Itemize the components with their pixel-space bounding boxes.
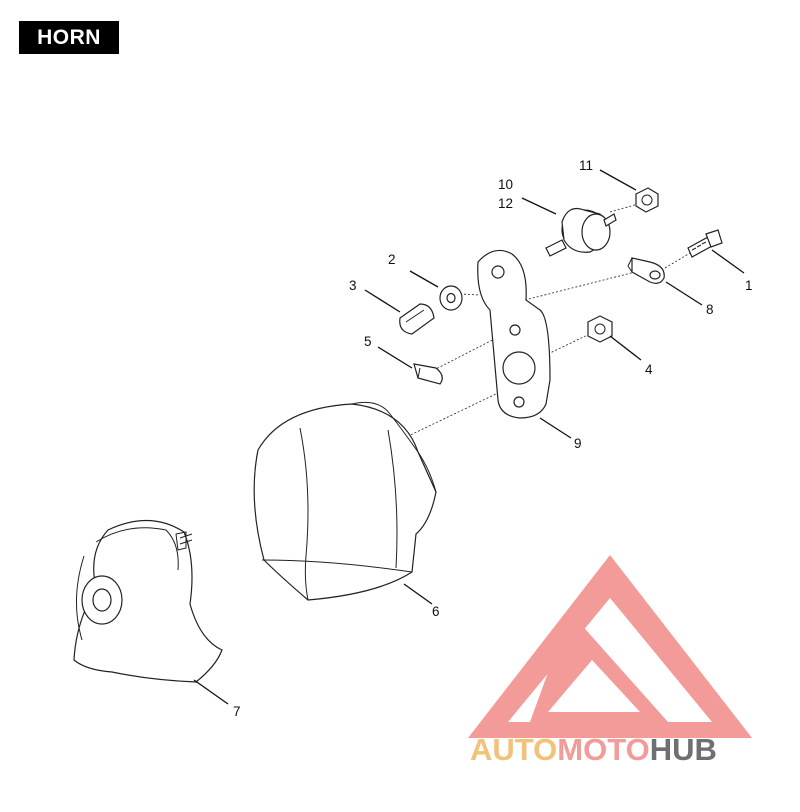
watermark-text-moto: MOTO xyxy=(557,732,649,767)
part-5-clip xyxy=(413,363,443,385)
part-10-12-rubber-mount xyxy=(545,207,617,257)
callout-9: 9 xyxy=(574,436,582,451)
part-7-horn xyxy=(73,519,223,683)
callout-1: 1 xyxy=(745,278,753,293)
callout-10: 10 xyxy=(498,177,513,192)
callout-6: 6 xyxy=(432,604,440,619)
callout-8: 8 xyxy=(706,302,714,317)
watermark-text-hub: HUB xyxy=(650,732,717,767)
callout-5: 5 xyxy=(364,334,372,349)
part-2-washer xyxy=(439,285,463,311)
callout-labels: 1 2 3 4 5 6 7 8 9 10 11 12 xyxy=(233,158,753,719)
leader-lines xyxy=(193,169,745,705)
part-4-nut xyxy=(587,315,613,343)
watermark-text: AUTOMOTOHUB xyxy=(470,732,717,767)
part-1-screw xyxy=(687,229,723,258)
callout-3: 3 xyxy=(349,278,357,293)
part-8-clip xyxy=(627,257,665,284)
logo-inner-hollow xyxy=(548,660,640,712)
watermark-text-auto: AUTO xyxy=(470,732,557,767)
callout-12: 12 xyxy=(498,196,513,211)
part-11-nut xyxy=(635,187,659,213)
callout-7: 7 xyxy=(233,704,241,719)
callout-4: 4 xyxy=(645,362,653,377)
watermark-logo xyxy=(468,555,752,738)
page-title: HORN xyxy=(19,21,119,54)
part-6-horn-cover xyxy=(253,401,437,601)
part-3-cap-nut xyxy=(399,303,435,335)
callout-2: 2 xyxy=(388,252,396,267)
callout-11: 11 xyxy=(579,158,593,173)
part-9-bracket xyxy=(477,249,551,419)
